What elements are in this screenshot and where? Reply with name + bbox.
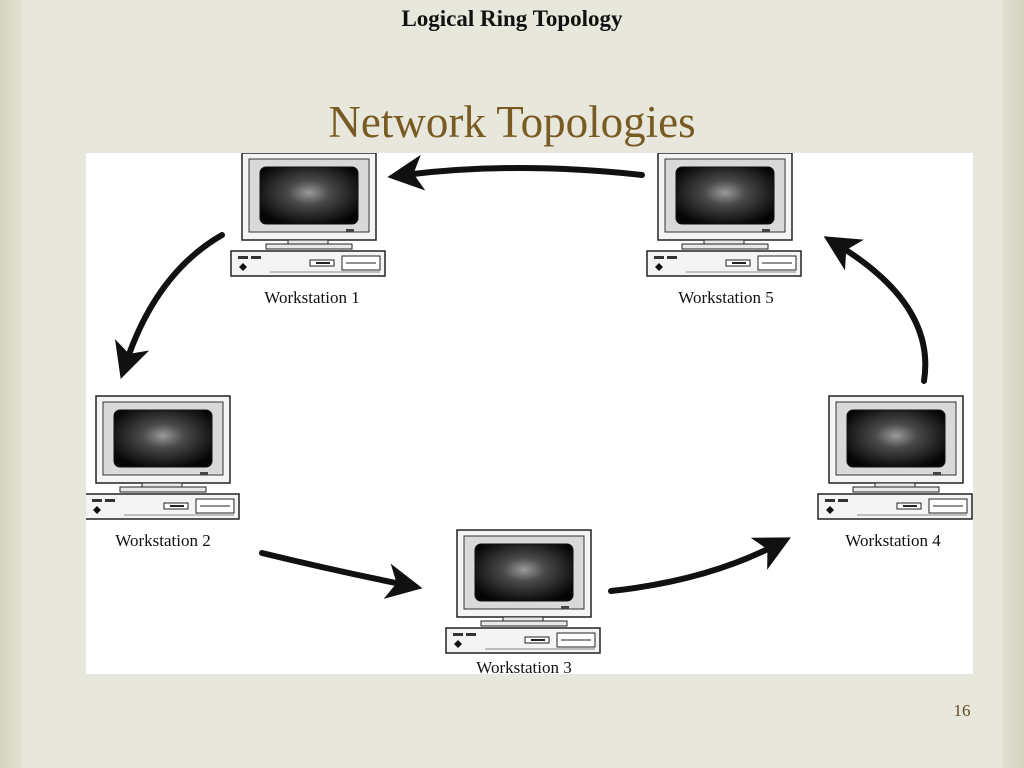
slide-top-title: Logical Ring Topology [401,6,623,31]
slide-title: Network Topologies [328,97,696,147]
arrow-ws2-to-ws3 [259,550,423,599]
workstation-3: Workstation 3 [445,529,601,674]
workstation-4: Workstation 4 [817,395,973,550]
workstation-label: Workstation 1 [264,288,359,307]
computer-icon [817,395,973,520]
workstation-label: Workstation 4 [845,531,941,550]
workstation-2: Workstation 2 [86,395,240,550]
workstation-1: Workstation 1 [230,153,386,307]
arrow-ws5-to-ws1 [387,154,645,191]
computer-icon [445,529,601,654]
computer-icon [86,395,240,520]
diagram-canvas: Workstation 1 Workstation 5 Workstation … [86,153,973,674]
workstation-label: Workstation 2 [115,531,210,550]
computer-icon [230,153,386,277]
arrow-ws1-to-ws2 [115,232,225,379]
workstation-5: Workstation 5 [646,153,802,307]
workstation-label: Workstation 5 [678,288,773,307]
arrow-ws4-to-ws5 [823,236,929,384]
ring-topology-diagram: Workstation 1 Workstation 5 Workstation … [86,153,973,674]
page-number: 16 [953,701,971,720]
workstation-label: Workstation 3 [476,658,571,674]
computer-icon [646,153,802,277]
arrow-ws3-to-ws4 [608,537,791,594]
